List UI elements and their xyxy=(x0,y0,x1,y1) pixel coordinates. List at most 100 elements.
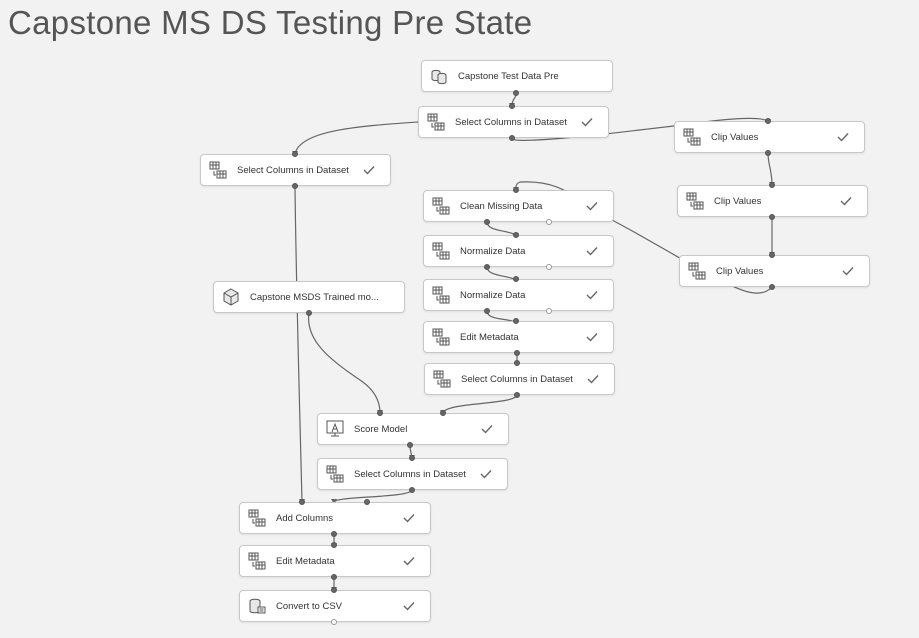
module-label: Edit Metadata xyxy=(460,331,519,343)
input-port[interactable] xyxy=(509,103,515,109)
wire xyxy=(486,221,517,237)
select-columns-icon xyxy=(685,191,705,211)
module-select-columns-mid[interactable]: Select Columns in Dataset xyxy=(424,363,615,395)
select-columns-icon xyxy=(431,327,451,347)
module-label: Score Model xyxy=(354,423,408,435)
module-normalize-data-1[interactable]: Normalize Data xyxy=(423,235,614,267)
input-port[interactable] xyxy=(299,499,305,505)
output-port[interactable] xyxy=(407,442,413,448)
convert-icon xyxy=(247,596,267,616)
module-clean-missing-data[interactable]: Clean Missing Data xyxy=(423,190,614,222)
module-clip-values-2[interactable]: Clip Values xyxy=(677,185,868,217)
module-label: Clip Values xyxy=(711,131,759,143)
module-edit-metadata-mid[interactable]: Edit Metadata xyxy=(423,321,614,353)
wire xyxy=(294,121,419,155)
select-columns-icon xyxy=(208,160,228,180)
output-port[interactable] xyxy=(769,284,775,290)
output-port-unused[interactable] xyxy=(331,619,337,625)
output-port[interactable] xyxy=(514,392,520,398)
check-icon xyxy=(479,467,493,481)
input-port[interactable] xyxy=(769,252,775,258)
check-icon xyxy=(580,115,594,129)
wire xyxy=(294,185,303,503)
output-port[interactable] xyxy=(484,219,490,225)
output-port[interactable] xyxy=(769,214,775,220)
output-port[interactable] xyxy=(331,531,337,537)
module-select-columns-bottom[interactable]: Select Columns in Dataset xyxy=(317,458,508,490)
module-label: Clean Missing Data xyxy=(460,200,543,212)
module-add-columns[interactable]: Add Columns xyxy=(239,502,431,534)
select-columns-icon xyxy=(687,261,707,281)
check-icon xyxy=(585,244,599,258)
score-model-icon xyxy=(325,419,345,439)
check-icon xyxy=(585,199,599,213)
input-port[interactable] xyxy=(331,587,337,593)
check-icon xyxy=(362,163,376,177)
output-port[interactable] xyxy=(514,350,520,356)
output-port-unused[interactable] xyxy=(546,308,552,314)
trained-model-icon xyxy=(221,287,241,307)
wire xyxy=(442,394,518,414)
output-port[interactable] xyxy=(513,90,519,96)
module-label: Clip Values xyxy=(714,195,762,207)
module-convert-to-csv[interactable]: Convert to CSV xyxy=(239,590,431,622)
input-port[interactable] xyxy=(765,118,771,124)
module-label: Edit Metadata xyxy=(276,555,335,567)
check-icon xyxy=(586,372,600,386)
module-capstone-test-data-pre[interactable]: Capstone Test Data Pre xyxy=(421,60,613,92)
output-port[interactable] xyxy=(484,308,490,314)
module-label: Select Columns in Dataset xyxy=(461,373,573,385)
output-port[interactable] xyxy=(409,487,415,493)
check-icon xyxy=(841,264,855,278)
input-port[interactable] xyxy=(377,410,383,416)
output-port[interactable] xyxy=(331,574,337,580)
check-icon xyxy=(839,194,853,208)
select-columns-icon xyxy=(431,285,451,305)
module-label: Add Columns xyxy=(276,512,334,524)
check-icon xyxy=(402,554,416,568)
input-port[interactable] xyxy=(331,542,337,548)
output-port[interactable] xyxy=(509,135,515,141)
module-clip-values-3[interactable]: Clip Values xyxy=(679,255,870,287)
check-icon xyxy=(836,130,850,144)
select-columns-icon xyxy=(432,369,452,389)
module-label: Capstone Test Data Pre xyxy=(458,70,559,82)
input-port[interactable] xyxy=(440,410,446,416)
output-port[interactable] xyxy=(306,310,312,316)
input-port[interactable] xyxy=(364,499,370,505)
wire xyxy=(767,152,773,186)
module-score-model[interactable]: Score Model xyxy=(317,413,509,445)
check-icon xyxy=(480,422,494,436)
wire xyxy=(308,312,381,414)
output-port[interactable] xyxy=(484,264,490,270)
input-port[interactable] xyxy=(769,182,775,188)
select-columns-icon xyxy=(431,196,451,216)
select-columns-icon xyxy=(247,508,267,528)
select-columns-icon xyxy=(426,112,446,132)
dataset-icon xyxy=(429,66,449,86)
module-normalize-data-2[interactable]: Normalize Data xyxy=(423,279,614,311)
input-port[interactable] xyxy=(409,455,415,461)
input-port[interactable] xyxy=(514,360,520,366)
input-port[interactable] xyxy=(513,187,519,193)
input-port[interactable] xyxy=(513,232,519,238)
input-port[interactable] xyxy=(513,318,519,324)
check-icon xyxy=(585,330,599,344)
output-port-unused[interactable] xyxy=(546,219,552,225)
module-select-columns-left[interactable]: Select Columns in Dataset xyxy=(200,154,391,186)
module-label: Clip Values xyxy=(716,265,764,277)
output-port-unused[interactable] xyxy=(546,264,552,270)
check-icon xyxy=(402,599,416,613)
module-edit-metadata-bottom[interactable]: Edit Metadata xyxy=(239,545,431,577)
input-port[interactable] xyxy=(513,276,519,282)
module-select-columns-top[interactable]: Select Columns in Dataset xyxy=(418,106,609,138)
output-port[interactable] xyxy=(765,150,771,156)
module-label: Select Columns in Dataset xyxy=(354,468,466,480)
module-label: Normalize Data xyxy=(460,245,526,257)
module-trained-model[interactable]: Capstone MSDS Trained mo... xyxy=(213,281,405,313)
module-clip-values-1[interactable]: Clip Values xyxy=(674,121,865,153)
page-title: Capstone MS DS Testing Pre State xyxy=(8,4,533,41)
output-port[interactable] xyxy=(292,183,298,189)
input-port[interactable] xyxy=(292,151,298,157)
